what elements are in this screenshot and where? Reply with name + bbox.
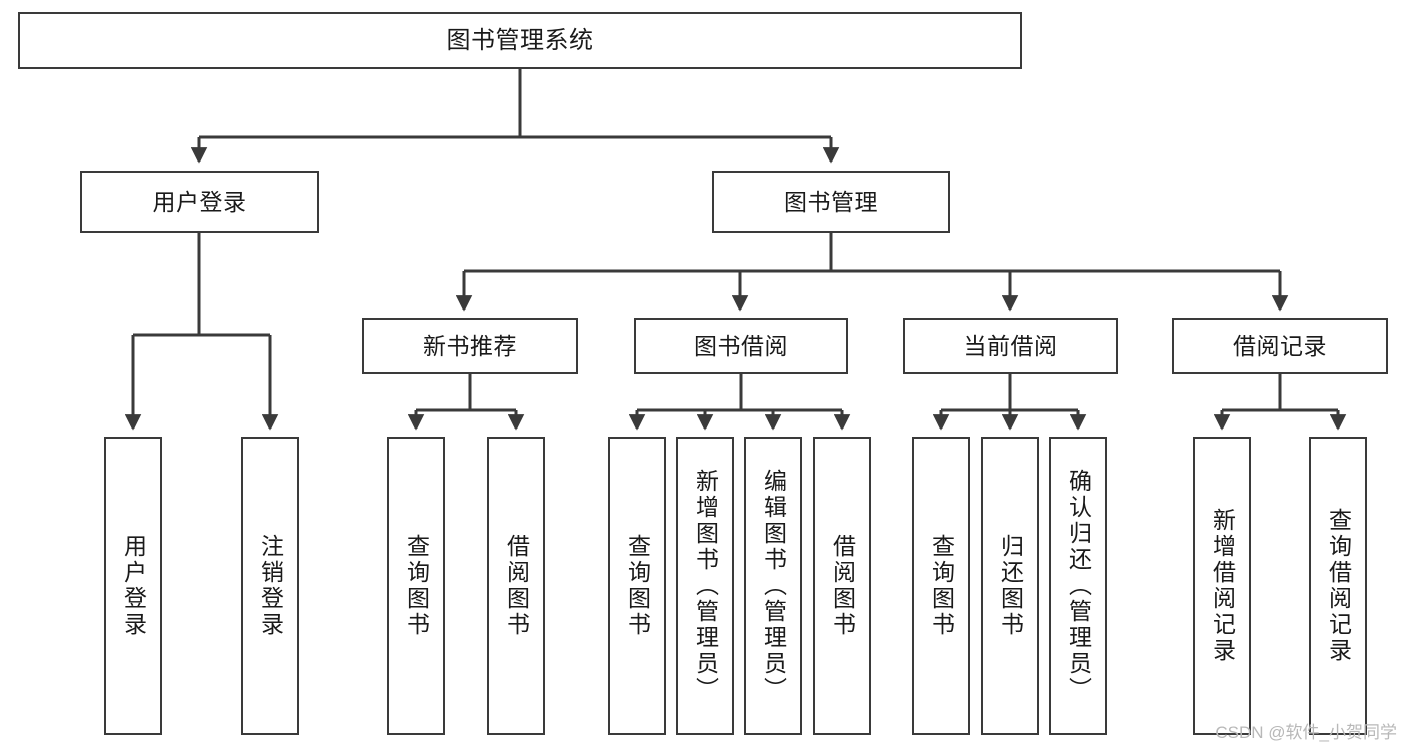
leaf-borrow-add-book-admin[interactable]: 新增图书（管理员）: [676, 437, 734, 735]
node-borrow-record[interactable]: 借阅记录: [1172, 318, 1388, 374]
node-label: 用户登录: [152, 188, 247, 215]
node-label: 用户登录: [120, 534, 147, 638]
node-label: 查询图书: [624, 534, 651, 638]
leaf-record-query-record[interactable]: 查询借阅记录: [1309, 437, 1367, 735]
leaf-current-query-book[interactable]: 查询图书: [912, 437, 970, 735]
node-label: 借阅图书: [829, 534, 856, 638]
watermark-text: CSDN @软件_小贺同学: [1215, 723, 1397, 742]
node-label: 图书管理: [784, 188, 878, 215]
node-label: 图书借阅: [694, 332, 788, 359]
node-book-management[interactable]: 图书管理: [712, 171, 950, 233]
node-label: 编辑图书（管理员）: [760, 469, 787, 703]
node-book-borrow[interactable]: 图书借阅: [634, 318, 848, 374]
node-label: 图书管理系统: [446, 26, 594, 54]
node-label: 注销登录: [257, 534, 284, 638]
leaf-recommend-borrow-book[interactable]: 借阅图书: [487, 437, 545, 735]
node-label: 借阅图书: [503, 534, 530, 638]
leaf-borrow-borrow-book[interactable]: 借阅图书: [813, 437, 871, 735]
node-label: 当前借阅: [963, 332, 1058, 359]
leaf-recommend-query-book[interactable]: 查询图书: [387, 437, 445, 735]
node-label: 借阅记录: [1233, 332, 1327, 359]
leaf-user-login-signin[interactable]: 用户登录: [104, 437, 162, 735]
node-new-book-recommend[interactable]: 新书推荐: [362, 318, 578, 374]
node-label: 新增图书（管理员）: [692, 469, 719, 703]
node-label: 归还图书: [997, 534, 1024, 638]
node-label: 确认归还（管理员）: [1065, 469, 1092, 703]
node-root-system[interactable]: 图书管理系统: [18, 12, 1022, 69]
leaf-borrow-query-book[interactable]: 查询图书: [608, 437, 666, 735]
node-label: 新书推荐: [423, 332, 517, 359]
node-current-borrow[interactable]: 当前借阅: [903, 318, 1118, 374]
leaf-current-confirm-return-admin[interactable]: 确认归还（管理员）: [1049, 437, 1107, 735]
node-label: 新增借阅记录: [1209, 508, 1236, 664]
leaf-current-return-book[interactable]: 归还图书: [981, 437, 1039, 735]
node-label: 查询图书: [403, 534, 430, 638]
leaf-borrow-edit-book-admin[interactable]: 编辑图书（管理员）: [744, 437, 802, 735]
leaf-record-add-record[interactable]: 新增借阅记录: [1193, 437, 1251, 735]
leaf-user-login-signout[interactable]: 注销登录: [241, 437, 299, 735]
node-label: 查询借阅记录: [1325, 508, 1352, 664]
node-user-login[interactable]: 用户登录: [80, 171, 319, 233]
node-label: 查询图书: [928, 534, 955, 638]
